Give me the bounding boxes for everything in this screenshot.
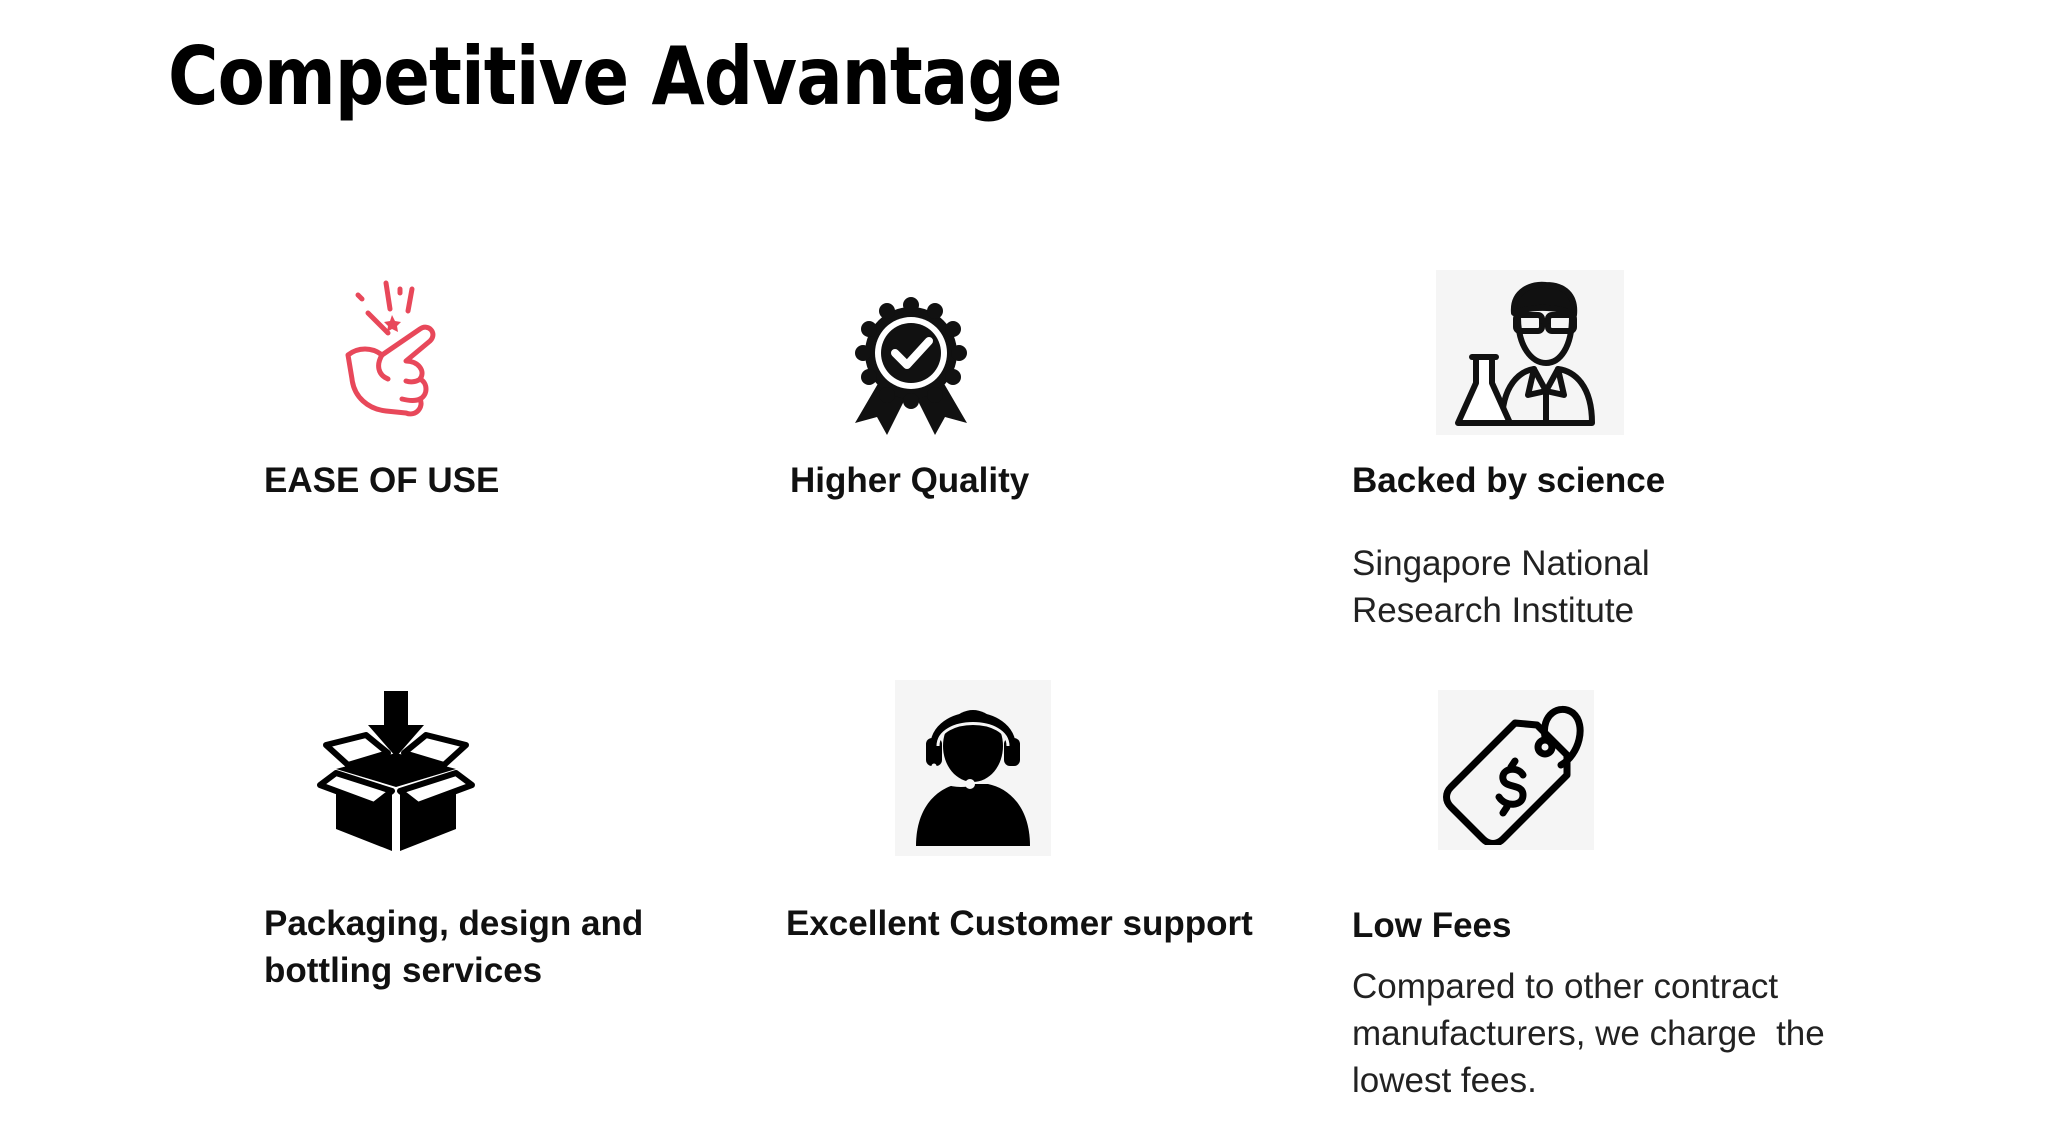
award-ribbon-check-icon (836, 290, 986, 440)
label-line: bottling services (264, 951, 543, 990)
description-line: lowest fees. (1352, 1061, 1537, 1100)
feature-label-higher-quality: Higher Quality (790, 461, 1030, 500)
price-tag-dollar-icon (1438, 690, 1594, 850)
box-down-arrow-icon (310, 685, 482, 857)
label-line: Packaging, design and (264, 904, 644, 943)
feature-label-ease-of-use: EASE OF USE (264, 461, 500, 500)
finger-snap-icon (320, 270, 465, 430)
scientist-flask-icon (1436, 270, 1624, 435)
feature-label-backed-by-science: Backed by science (1352, 461, 1666, 500)
description-line: manufacturers, we charge the (1352, 1014, 1825, 1053)
feature-label-low-fees: Low Fees (1352, 906, 1512, 945)
headset-support-icon (895, 680, 1051, 856)
feature-label-packaging: Packaging, design and bottling services (264, 900, 643, 994)
slide-title: Competitive Advantage (168, 30, 1063, 123)
feature-description-low-fees: Compared to other contract manufacturers… (1352, 963, 1825, 1104)
description-line: Compared to other contract (1352, 967, 1779, 1006)
feature-description-backed-by-science: Singapore National Research Institute (1352, 540, 1650, 634)
feature-label-customer-support: Excellent Customer support (786, 904, 1253, 943)
description-line: Research Institute (1352, 591, 1635, 630)
description-line: Singapore National (1352, 544, 1650, 583)
